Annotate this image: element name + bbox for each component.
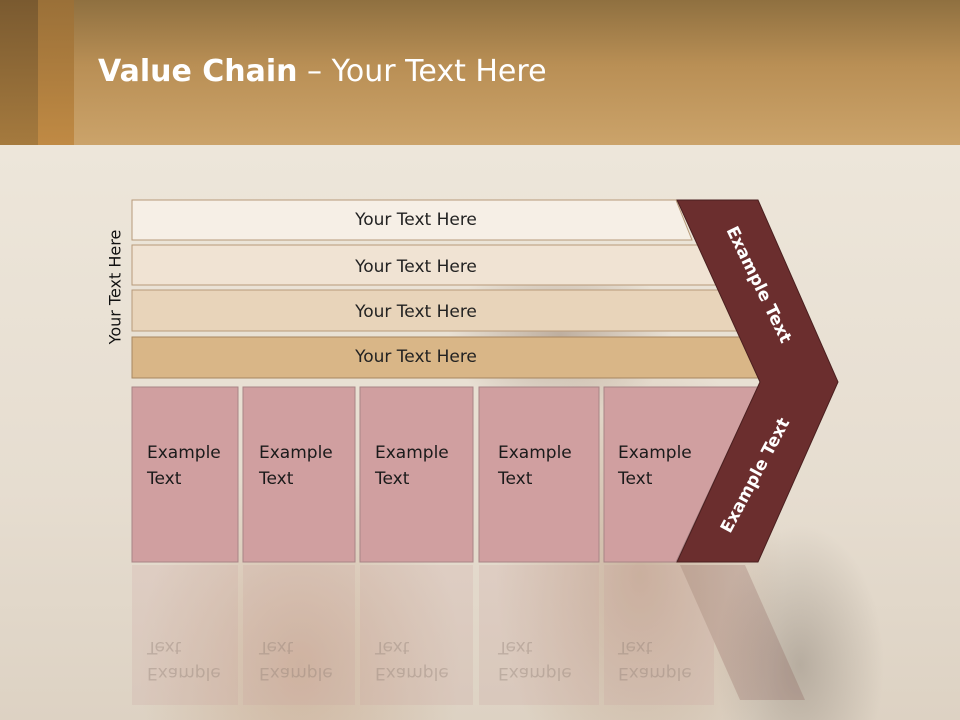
- page-title: Value Chain – Your Text Here: [98, 54, 547, 89]
- activity-box: [478, 386, 600, 563]
- box-text-line1: Example: [498, 443, 572, 463]
- activity-box: [242, 386, 356, 563]
- box-text-line1: Example: [375, 443, 449, 463]
- activity-box: [359, 386, 474, 563]
- chevron-reflection: [680, 565, 805, 700]
- box-text-line1: Example: [259, 443, 333, 463]
- box-text-line1: Example: [618, 443, 692, 463]
- box-text-line2: Text: [259, 469, 294, 489]
- reflection-line2: Text: [498, 637, 533, 657]
- row-bar-1: [131, 199, 693, 241]
- box-reflection: [132, 565, 238, 705]
- row-label: Your Text Here: [354, 302, 477, 322]
- row-label: Your Text Here: [354, 257, 477, 277]
- box-reflection: [360, 565, 473, 705]
- box-text-reflection: Example Text: [147, 634, 221, 686]
- reflection-line2: Text: [259, 637, 294, 657]
- box-text-line1: Example: [147, 443, 221, 463]
- box-text-line2: Text: [498, 469, 533, 489]
- reflection-line1: Example: [498, 663, 572, 683]
- activity-box-last: [603, 386, 759, 563]
- box-reflection: [604, 565, 714, 705]
- reflection-line1: Example: [259, 663, 333, 683]
- title-bold: Value Chain: [98, 54, 298, 89]
- reflection-group: [132, 565, 805, 705]
- title-bar: Value Chain – Your Text Here: [0, 0, 960, 145]
- box-text-reflection: Example Text: [375, 634, 449, 686]
- box-text-reflection: Example Text: [259, 634, 333, 686]
- header-accent-strip: [38, 0, 74, 145]
- box-text-line2: Text: [618, 469, 653, 489]
- box-reflection: [479, 565, 599, 705]
- header-accent-strip: [0, 0, 38, 145]
- reflection-line2: Text: [147, 637, 182, 657]
- reflection-line1: Example: [618, 663, 692, 683]
- reflection-line1: Example: [375, 663, 449, 683]
- box-reflection: [243, 565, 355, 705]
- box-text-line2: Text: [375, 469, 410, 489]
- box-text-reflection: Example Text: [618, 634, 692, 686]
- activity-box: [131, 386, 239, 563]
- reflection-line1: Example: [147, 663, 221, 683]
- reflection-line2: Text: [618, 637, 653, 657]
- title-rest: – Your Text Here: [297, 54, 547, 89]
- margin-chevron: [676, 199, 839, 563]
- row-label: Your Text Here: [354, 210, 477, 230]
- box-text-line2: Text: [147, 469, 182, 489]
- row-label: Your Text Here: [354, 347, 477, 367]
- box-text-reflection: Example Text: [498, 634, 572, 686]
- reflection-line2: Text: [375, 637, 410, 657]
